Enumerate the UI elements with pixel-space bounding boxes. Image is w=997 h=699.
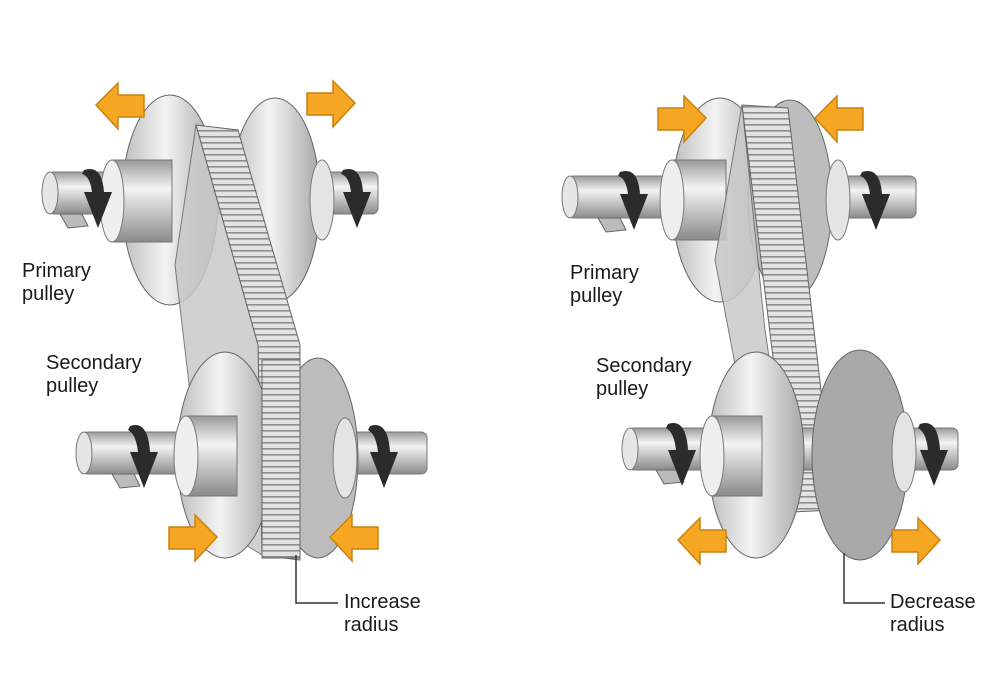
left-secondary-pulley xyxy=(173,351,359,559)
rotation-arrow-icon xyxy=(82,168,398,488)
left-callout-label: Increase radius xyxy=(344,591,421,636)
right-callout-label: Decrease radius xyxy=(890,591,976,636)
left-callout-line xyxy=(295,555,338,604)
right-callout-line xyxy=(843,553,885,604)
right-primary-pulley-label: Primary pulley xyxy=(570,262,639,307)
left-secondary-pulley-label: Secondary pulley xyxy=(46,352,142,397)
right-assembly xyxy=(561,94,959,604)
arrow-icon xyxy=(94,79,379,563)
arrow-icon xyxy=(657,94,942,566)
left-assembly xyxy=(41,79,428,604)
right-secondary-pulley-label: Secondary pulley xyxy=(596,355,692,400)
rotation-arrow-icon xyxy=(618,170,948,486)
right-secondary-pulley xyxy=(699,349,917,561)
left-primary-pulley-label: Primary pulley xyxy=(22,260,91,305)
